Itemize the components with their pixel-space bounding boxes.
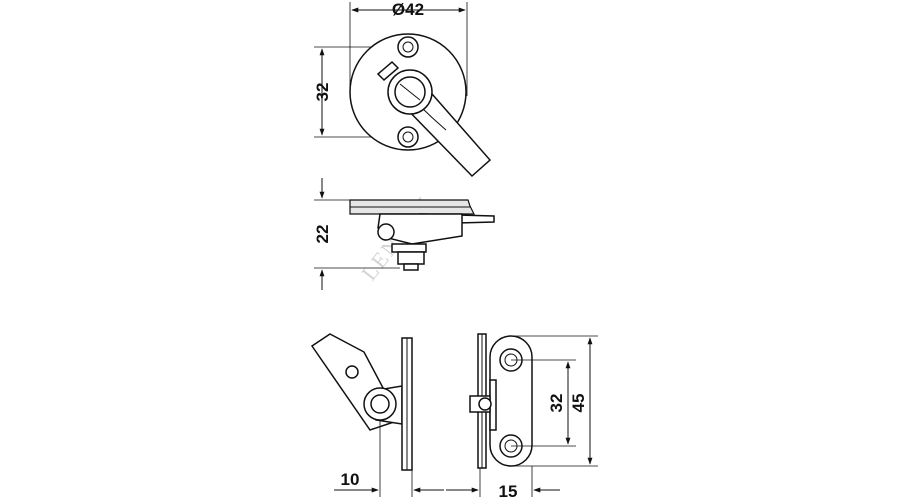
br-hook bbox=[489, 379, 497, 431]
br-hook-pin bbox=[478, 397, 492, 411]
screw-hole-top bbox=[397, 36, 419, 58]
cam-tab bbox=[376, 60, 400, 82]
screw-hole-bottom bbox=[397, 126, 419, 148]
screw-hole-top-inner bbox=[402, 41, 414, 53]
diameter-label: Ø42 bbox=[392, 0, 424, 19]
side-height-label: 22 bbox=[313, 225, 332, 244]
bottom-left-view: 10 bbox=[310, 333, 444, 497]
side-pivot bbox=[377, 223, 395, 241]
side-nut bbox=[397, 251, 425, 265]
bl-pivot-inner bbox=[370, 394, 390, 414]
bottom-right-depth-label: 15 bbox=[499, 482, 518, 500]
bottom-right-hole-spacing-label: 32 bbox=[547, 394, 566, 413]
side-cap bbox=[403, 263, 419, 271]
side-shaft bbox=[391, 243, 427, 253]
bl-arm-hole bbox=[345, 365, 359, 379]
bottom-right-view: 15 32 45 bbox=[446, 333, 598, 500]
bottom-right-height-label: 45 bbox=[569, 394, 588, 413]
side-view: 22 bbox=[313, 178, 495, 290]
top-hole-spacing-label: 32 bbox=[313, 83, 332, 102]
cam-slot bbox=[399, 83, 421, 101]
top-view: Ø42 32 bbox=[313, 0, 492, 178]
screw-hole-bottom-inner bbox=[402, 131, 414, 143]
bottom-left-offset-label: 10 bbox=[341, 470, 360, 489]
